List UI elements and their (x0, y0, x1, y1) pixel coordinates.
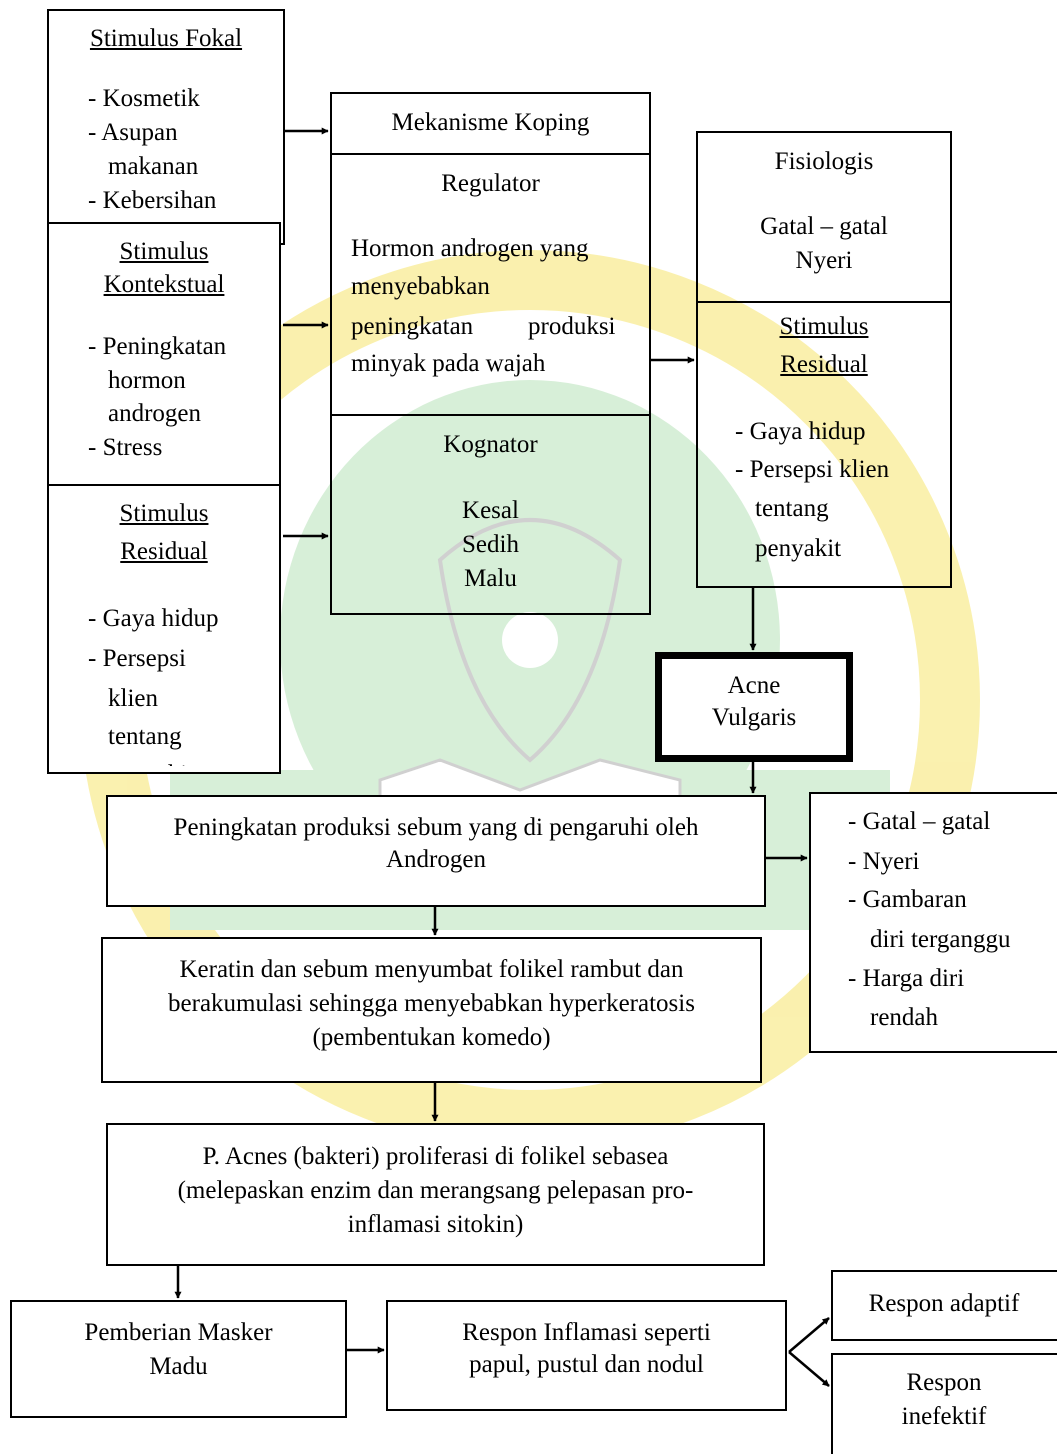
regulator-text: Hormon androgen yang (351, 235, 589, 262)
mekanisme-koping-divider-mid (330, 414, 651, 416)
residual-left-item: tentang (108, 723, 182, 750)
symptoms-box (809, 792, 1057, 1053)
keratin-box (101, 937, 762, 1083)
symptom-item: - Nyeri (848, 848, 920, 875)
sebum-text: Androgen (386, 846, 486, 873)
keratin-text: (pembentukan komedo) (312, 1024, 551, 1051)
fisiologis-text: Nyeri (795, 247, 853, 274)
keratin-text: berakumulasi sehingga menyebabkan hyperk… (168, 990, 695, 1017)
fisiologis-text: Gatal – gatal (760, 213, 888, 240)
watermark-shield (280, 380, 780, 900)
residual-right-item: penyakit (755, 535, 842, 562)
symptom-item: - Gambaran (848, 886, 967, 913)
masker-madu-box (10, 1300, 347, 1418)
residual-right-item: - Gaya hidup (735, 418, 866, 445)
stimulus-residual-left-title: Residual (120, 538, 208, 565)
p-acnes-text: P. Acnes (bakteri) proliferasi di folike… (202, 1143, 669, 1170)
symptom-item: rendah (870, 1004, 939, 1031)
mekanisme-koping-header: Mekanisme Koping (391, 109, 590, 136)
stimulus-fokal-title: Stimulus Fokal (89, 25, 243, 52)
stimulus-kontekstual-title: Kontekstual (103, 271, 225, 298)
acne-vulgaris-label: Acne (727, 672, 781, 699)
masker-madu-text: Madu (149, 1353, 208, 1380)
respon-inefektif-text: Respon (906, 1369, 982, 1396)
stimulus-residual-right-title: Stimulus (779, 313, 869, 340)
residual-left-item: penyakit (108, 758, 194, 766)
regulator-text: peningkatan (351, 313, 474, 340)
regulator-text: produksi (528, 313, 616, 340)
p-acnes-box (106, 1123, 765, 1266)
p-acnes-text: (melepaskan enzim dan merangsang pelepas… (177, 1177, 694, 1204)
residual-left-list: - Gaya hidup - Persepsi klien tentang pe… (50, 596, 278, 766)
sebum-text: Peningkatan produksi sebum yang di penga… (173, 814, 699, 841)
symptom-item: - Harga diri (848, 965, 965, 992)
kontekstual-item: hormon (108, 367, 186, 394)
respon-inefektif-box (831, 1353, 1057, 1454)
stimulus-kontekstual-box (47, 222, 281, 486)
respon-inflamasi-text: papul, pustul dan nodul (469, 1351, 704, 1378)
symptom-item: - Gatal – gatal (848, 808, 991, 835)
respon-inflamasi-box (386, 1300, 787, 1411)
regulator-text: menyebabkan (351, 273, 490, 300)
kontekstual-item: - Peningkatan (88, 333, 227, 360)
kognator-item: Sedih (462, 531, 519, 558)
watermark-emblem (437, 518, 623, 763)
fokal-item: - Asupan (88, 119, 178, 146)
p-acnes-text: inflamasi sitokin) (347, 1211, 524, 1238)
regulator-text: minyak pada wajah (351, 350, 546, 377)
stimulus-kontekstual-title: Stimulus (119, 238, 209, 265)
residual-right-item: - Persepsi klien (735, 456, 890, 483)
respon-adaptif-box (831, 1270, 1057, 1341)
stimulus-residual-left-title: Stimulus (119, 500, 209, 527)
kontekstual-item: - Stress (88, 434, 163, 461)
regulator-title: Regulator (441, 170, 540, 197)
acne-vulgaris-box (655, 652, 853, 762)
acne-vulgaris-label: Vulgaris (711, 704, 797, 731)
mekanisme-koping-divider-top (330, 153, 651, 155)
respon-adaptif-text: Respon adaptif (868, 1290, 1020, 1317)
fisiologis-divider (696, 301, 952, 303)
fokal-item: makanan (108, 153, 199, 180)
stimulus-residual-left-box (47, 484, 281, 774)
kognator-title: Kognator (443, 431, 538, 458)
mekanisme-koping-box (330, 92, 651, 615)
residual-left-item: klien (108, 685, 158, 712)
fisiologis-title: Fisiologis (774, 148, 874, 175)
fokal-item: - Kebersihan (88, 187, 217, 214)
symptom-item: diri terganggu (870, 926, 1011, 953)
sebum-box (106, 795, 766, 907)
kontekstual-item: androgen (108, 400, 202, 427)
keratin-text: Keratin dan sebum menyumbat folikel ramb… (179, 956, 684, 983)
kognator-item: Malu (464, 565, 517, 592)
residual-left-item: - Gaya hidup (88, 605, 219, 632)
residual-right-item: tentang (755, 495, 829, 522)
watermark-emblem-center (502, 612, 558, 668)
respon-inefektif-text: inefektif (901, 1403, 987, 1430)
residual-left-item: - Persepsi (88, 645, 186, 672)
fokal-item: - Kosmetik (88, 85, 200, 112)
stimulus-residual-right-title: Residual (780, 351, 868, 378)
fisiologis-box (696, 131, 952, 588)
respon-inflamasi-text: Respon Inflamasi seperti (462, 1319, 711, 1346)
masker-madu-text: Pemberian Masker (84, 1319, 273, 1346)
kognator-item: Kesal (462, 497, 519, 524)
